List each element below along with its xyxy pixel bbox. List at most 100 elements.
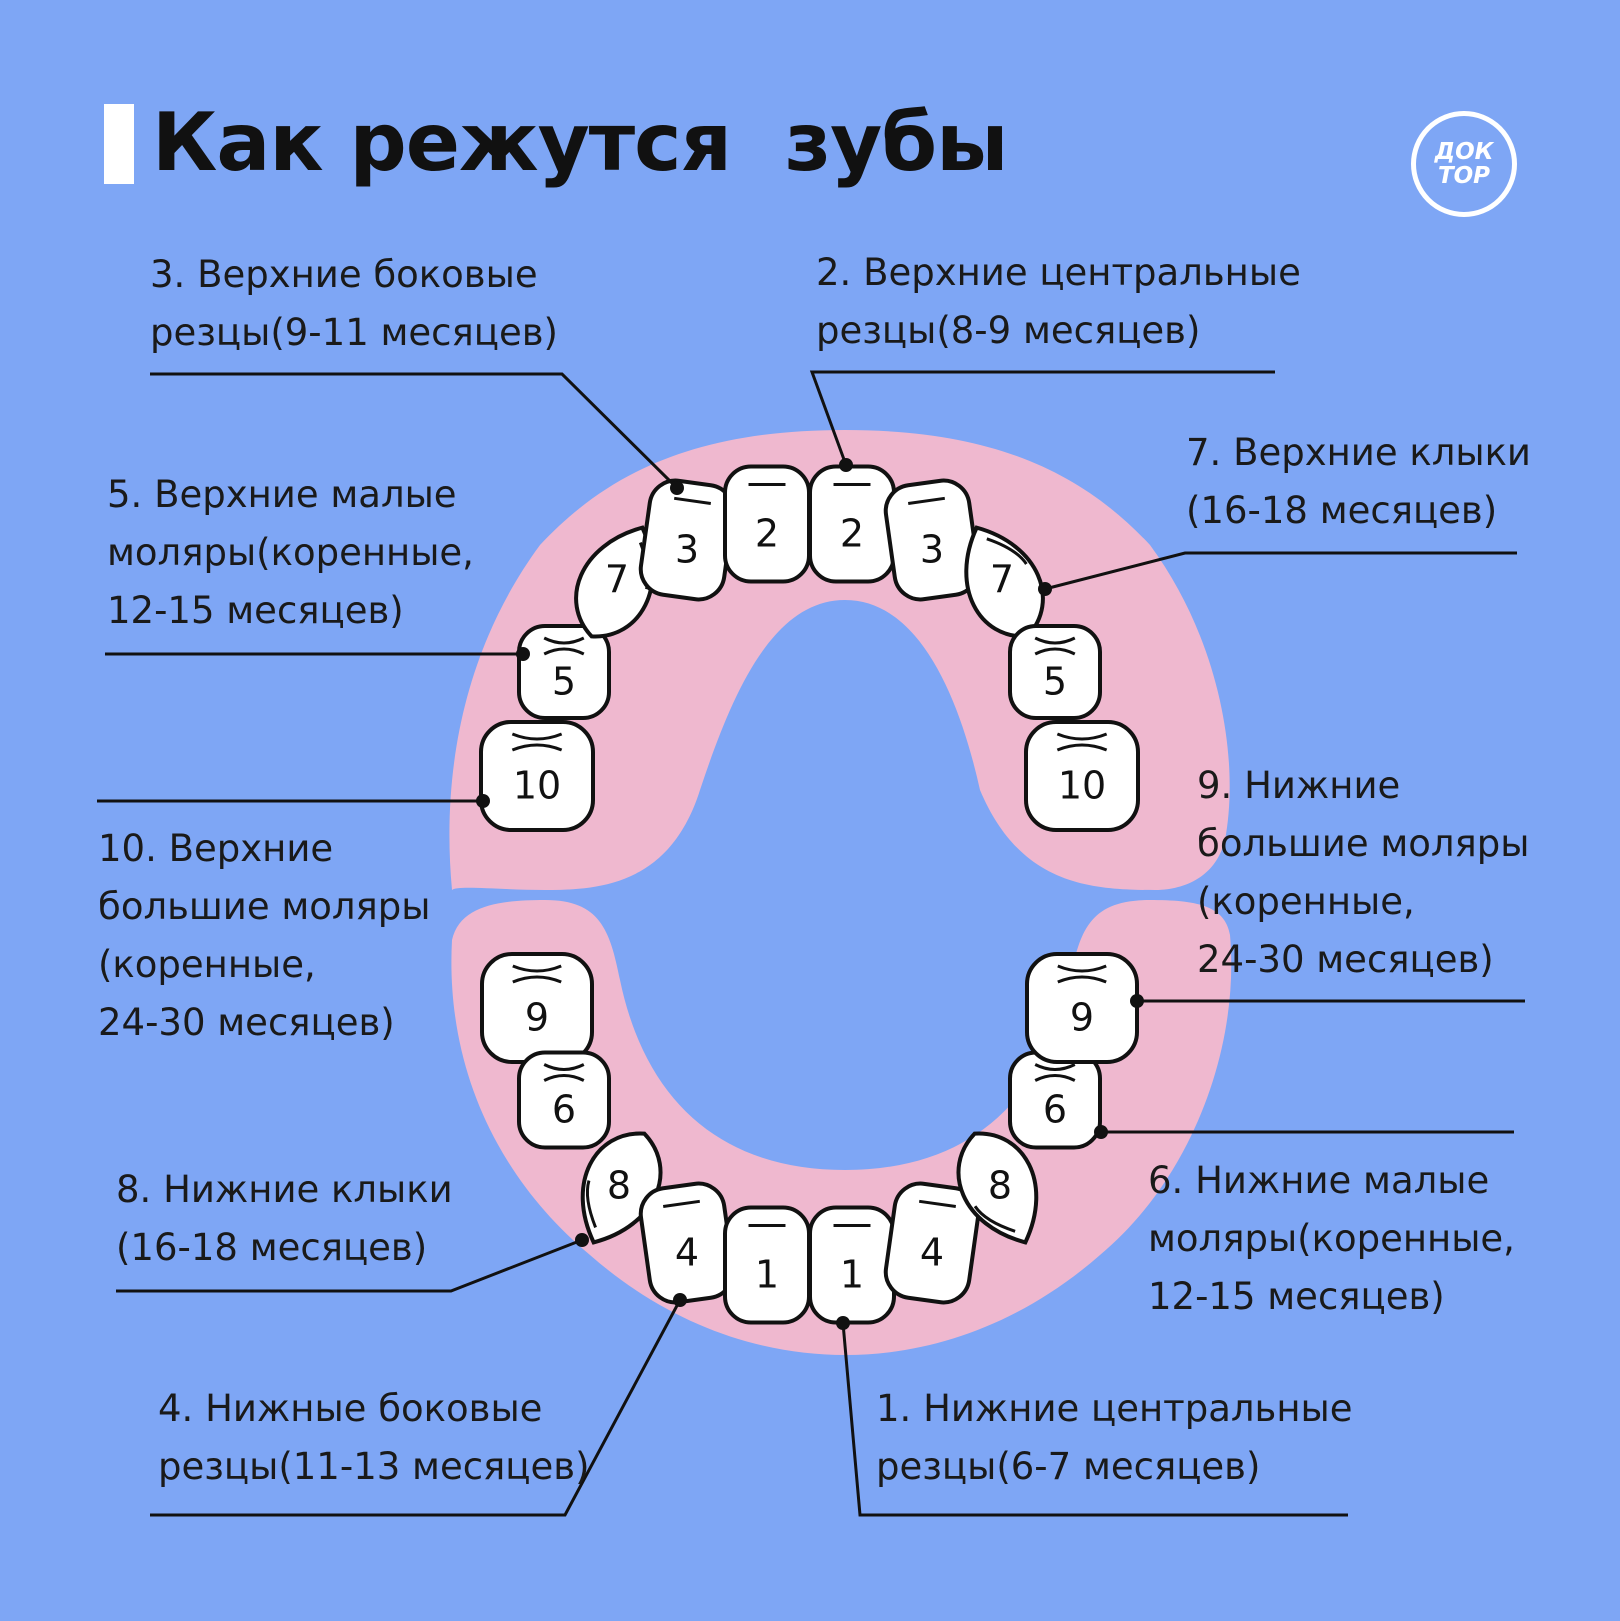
label-line: резцы(6-7 месяцев)	[876, 1445, 1261, 1488]
lower-tooth-7: 8	[956, 1131, 1039, 1245]
label-line: 6. Нижние малые	[1148, 1159, 1490, 1202]
tooth-mark	[662, 1199, 701, 1208]
lower-tooth-6: 4	[883, 1181, 981, 1305]
leader-5-dot	[516, 647, 530, 661]
label-lower-small-molars: 6. Нижние малые моляры(коренные, 12-15 м…	[1148, 1152, 1515, 1326]
lower-tooth-4: 1	[723, 1205, 811, 1325]
leader-4	[150, 1299, 682, 1517]
tooth-mark	[512, 964, 562, 984]
tooth-mark	[973, 1205, 1016, 1233]
tooth-number: 7	[990, 558, 1014, 602]
label-line: 24-30 месяцев)	[1197, 938, 1494, 981]
tooth-shape	[479, 720, 595, 832]
tooth-shape	[1024, 720, 1140, 832]
label-upper-large-molars: 10. Верхние большие моляры (коренные, 24…	[98, 820, 431, 1052]
label-line: 12-15 месяцев)	[1148, 1275, 1445, 1318]
tooth-shape	[517, 1050, 611, 1150]
label-line: 3. Верхние боковые	[150, 253, 538, 296]
label-line: (коренные,	[98, 943, 316, 986]
tooth-number: 7	[605, 558, 629, 602]
leader-1-dot	[836, 1316, 850, 1330]
tooth-number: 4	[920, 1231, 944, 1275]
upper-tooth-6: 3	[883, 478, 981, 602]
label-line: резцы(11-13 месяцев)	[158, 1445, 590, 1488]
label-line: 7. Верхние клыки	[1186, 431, 1531, 474]
label-line: (16-18 месяцев)	[116, 1226, 428, 1269]
leader-8	[116, 1238, 583, 1293]
leader-10-dot	[476, 794, 490, 808]
label-line: 8. Нижние клыки	[116, 1168, 453, 1211]
label-upper-canines: 7. Верхние клыки (16-18 месяцев)	[1186, 424, 1531, 540]
lower-tooth-0: 9	[480, 952, 594, 1064]
tooth-number: 3	[675, 528, 699, 572]
leader-3-dot	[670, 481, 684, 495]
label-lower-lateral-incisors: 4. Нижные боковые резцы(11-13 месяцев)	[158, 1380, 590, 1496]
upper-tooth-1: 5	[517, 624, 611, 720]
tooth-number: 5	[1043, 660, 1067, 704]
tooth-mark	[1034, 1063, 1076, 1082]
tooth-number: 1	[840, 1253, 864, 1297]
tooth-mark	[673, 496, 712, 505]
label-upper-small-molars: 5. Верхние малые моляры(коренные, 12-15 …	[107, 466, 474, 640]
label-line: моляры(коренные,	[1148, 1217, 1515, 1260]
tooth-shape	[1008, 624, 1102, 720]
title-accent-bar	[104, 104, 134, 184]
label-line: 1. Нижние центральные	[876, 1387, 1353, 1430]
leader-4-dot	[673, 1293, 687, 1307]
label-line: 5. Верхние малые	[107, 473, 457, 516]
tooth-number: 6	[552, 1088, 576, 1132]
tooth-mark	[1034, 636, 1076, 656]
tooth-mark	[1057, 964, 1107, 984]
tooth-number: 8	[988, 1164, 1012, 1208]
tooth-mark	[907, 496, 946, 505]
lower-tooth-1: 6	[517, 1050, 611, 1150]
label-upper-central-incisors: 2. Верхние центральные резцы(8-9 месяцев…	[816, 244, 1301, 360]
label-lower-canines: 8. Нижние клыки (16-18 месяцев)	[116, 1161, 453, 1277]
page-title: Как режутся зубы	[152, 96, 1008, 189]
lower-tooth-9: 9	[1025, 952, 1139, 1064]
upper-tooth-8: 5	[1008, 624, 1102, 720]
label-line: моляры(коренные,	[107, 531, 474, 574]
label-line: 12-15 месяцев)	[107, 589, 404, 632]
leader-1	[841, 1322, 1348, 1517]
upper-tooth-4: 2	[723, 464, 811, 584]
tooth-number: 10	[513, 764, 561, 808]
leader-8-dot	[575, 1233, 589, 1247]
tooth-number: 2	[840, 512, 864, 556]
tooth-number: 5	[552, 660, 576, 704]
tooth-mark	[1056, 732, 1108, 752]
label-line: 24-30 месяцев)	[98, 1001, 395, 1044]
label-line: (коренные,	[1197, 880, 1415, 923]
tooth-number: 1	[755, 1253, 779, 1297]
tooth-number: 9	[1070, 996, 1094, 1040]
tooth-mark	[511, 732, 563, 752]
tooth-mark	[543, 636, 585, 656]
upper-tooth-5: 2	[808, 464, 896, 584]
label-line: большие моляры	[1197, 822, 1530, 865]
label-line: 9. Нижние	[1197, 764, 1401, 807]
leader-9-dot	[1130, 994, 1144, 1008]
tooth-mark	[543, 1063, 585, 1082]
leader-7	[1044, 551, 1517, 591]
leader-2-dot	[839, 458, 853, 472]
logo-line-1: ДОК	[1434, 139, 1494, 165]
upper-tooth-3: 3	[638, 478, 736, 602]
leader-lines	[97, 370, 1525, 1517]
label-line: (16-18 месяцев)	[1186, 489, 1498, 532]
leader-2	[809, 370, 1275, 466]
tooth-number: 10	[1058, 764, 1106, 808]
logo-line-2: ТОР	[1437, 163, 1491, 189]
leader-3	[150, 372, 679, 490]
lower-tooth-3: 4	[638, 1181, 736, 1305]
tooth-mark	[585, 1180, 597, 1228]
label-upper-lateral-incisors: 3. Верхние боковые резцы(9-11 месяцев)	[150, 246, 558, 362]
tooth-mark	[986, 537, 1028, 565]
label-lower-central-incisors: 1. Нижние центральные резцы(6-7 месяцев)	[876, 1380, 1353, 1496]
tooth-shape	[883, 1181, 981, 1305]
tooth-number: 6	[1043, 1088, 1067, 1132]
tooth-mark	[918, 1199, 957, 1208]
upper-tooth-7: 7	[964, 525, 1045, 639]
tooth-shape	[517, 624, 611, 720]
